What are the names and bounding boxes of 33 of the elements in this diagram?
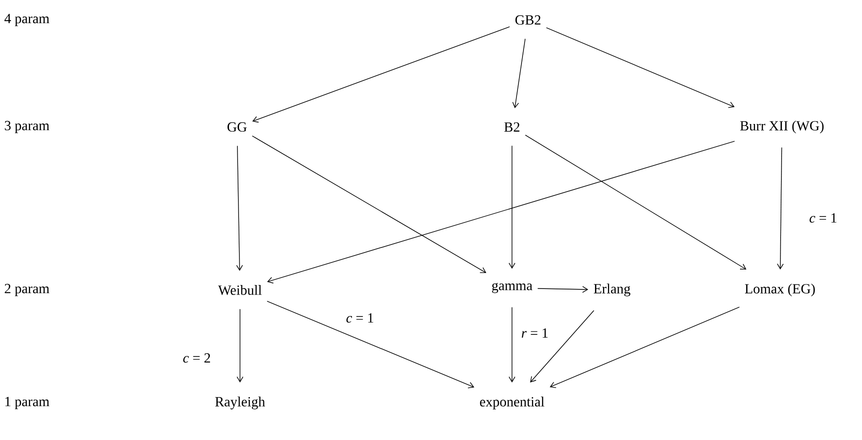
arrow	[550, 306, 740, 388]
arrow	[524, 134, 746, 270]
distribution-label: Rayleigh	[215, 396, 266, 410]
distribution-label: exponential	[480, 396, 544, 410]
arrow	[266, 300, 474, 388]
distribution-label: GG	[228, 122, 247, 132]
distribution-label: Burr XII (WG)	[740, 120, 824, 134]
distribution-label: Weibull	[218, 285, 262, 295]
edge-label: r = 1	[520, 327, 550, 339]
arrow	[252, 136, 486, 274]
arrow	[546, 27, 735, 108]
distribution-label: Lomax (EG)	[744, 284, 815, 296]
arrow	[776, 147, 784, 270]
distribution-label: gamma	[492, 282, 532, 294]
level-label: 4 param	[4, 14, 50, 26]
arrow	[512, 38, 526, 108]
arrow	[252, 26, 510, 123]
level-label: 3 param	[4, 120, 50, 134]
arrow	[236, 145, 243, 271]
arrow	[508, 145, 516, 269]
edge-label: c = 1	[345, 312, 375, 324]
edge-label: c = 1	[808, 212, 838, 224]
distribution-label: GB2	[515, 15, 540, 25]
distribution-label: B2	[504, 122, 520, 132]
arrow	[236, 308, 244, 382]
arrow	[267, 140, 735, 284]
arrow	[530, 310, 594, 383]
level-label: 1 param	[5, 396, 50, 410]
arrow	[537, 286, 588, 293]
edge-label: c = 2	[182, 352, 212, 364]
level-label: 2 param	[4, 284, 50, 296]
distribution-label: Erlang	[594, 284, 630, 296]
arrow	[508, 306, 516, 383]
